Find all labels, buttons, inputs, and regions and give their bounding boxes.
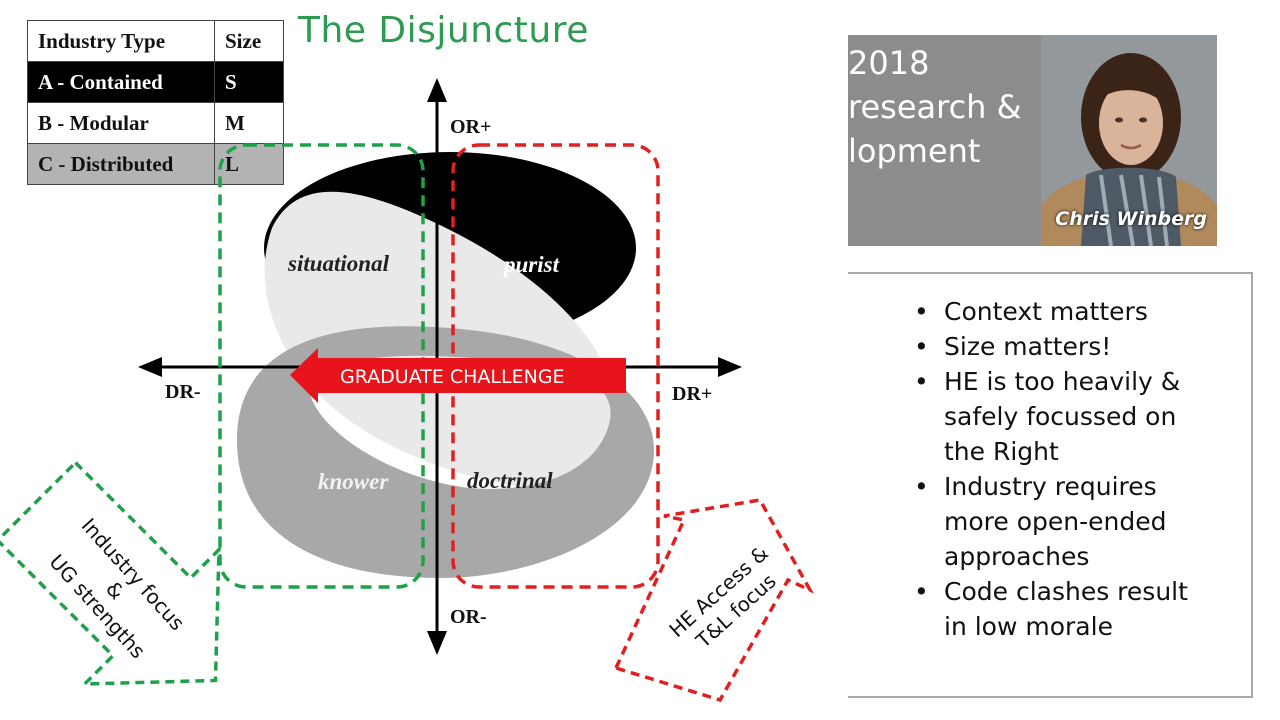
list-item: Size matters!	[914, 329, 1206, 364]
industry-type-cell: B - Modular	[27, 102, 215, 144]
video-caption-line: lopment	[848, 132, 981, 170]
quadrant-label-purist: purist	[502, 252, 560, 277]
axis-label-dr-minus: DR-	[165, 381, 201, 403]
axis-arrowhead-right	[718, 357, 742, 377]
axis-arrowhead-left	[138, 357, 162, 377]
list-item: Context matters	[914, 294, 1206, 329]
axis-label-or-plus: OR+	[450, 116, 491, 138]
table-row: B - Modular M	[27, 102, 284, 144]
quadrant-label-situational: situational	[287, 251, 390, 276]
bullet-text: HE is too heavily & safely focussed on t…	[944, 367, 1181, 466]
presenter-video[interactable]: 2018 research & lopment Chris Winberg	[848, 35, 1217, 246]
industry-type-table: Industry Type Size A - Contained S B - M…	[27, 20, 284, 185]
disjuncture-diagram: OR+ OR- DR- DR+ situational purist knowe…	[0, 78, 815, 703]
video-caption-line: research &	[848, 88, 1022, 126]
presenter-name: Chris Winberg	[1055, 208, 1207, 230]
video-caption-line: 2018	[848, 44, 930, 82]
graduate-challenge-label: GRADUATE CHALLENGE	[340, 366, 565, 388]
size-cell: L	[214, 143, 284, 185]
size-cell: S	[214, 61, 284, 103]
slide-title: The Disjuncture	[298, 10, 589, 51]
table-header-row: Industry Type Size	[27, 20, 284, 62]
bullet-text: Code clashes result in low morale	[944, 577, 1188, 641]
list-item: HE is too heavily & safely focussed on t…	[914, 364, 1206, 469]
industry-focus-arrow	[0, 460, 221, 686]
bullet-text: Context matters	[944, 297, 1148, 326]
size-cell: M	[214, 102, 284, 144]
axis-label-or-minus: OR-	[450, 606, 487, 628]
graduate-challenge-arrow	[290, 348, 626, 403]
quadrant-label-knower: knower	[318, 469, 389, 494]
list-item: Industry requires more open-ended approa…	[914, 469, 1206, 574]
bullet-text: Industry requires more open-ended approa…	[944, 472, 1167, 571]
axis-arrowhead-top	[427, 78, 447, 102]
key-points-panel: Context matters Size matters! HE is too …	[848, 272, 1253, 698]
table-row: C - Distributed L	[27, 143, 284, 185]
quadrant-label-doctrinal: doctrinal	[467, 468, 553, 493]
video-caption: 2018 research & lopment	[848, 41, 1048, 173]
presenter-photo	[1041, 35, 1217, 246]
industry-type-cell: C - Distributed	[27, 143, 215, 185]
he-access-arrow	[613, 498, 815, 703]
list-item: Code clashes result in low morale	[914, 574, 1206, 644]
header-size: Size	[214, 20, 284, 62]
bullet-text: Size matters!	[944, 332, 1112, 361]
axis-label-dr-plus: DR+	[672, 383, 712, 405]
header-industry-type: Industry Type	[27, 20, 215, 62]
bottom-ring-shape	[237, 326, 654, 578]
key-points-list: Context matters Size matters! HE is too …	[914, 294, 1206, 644]
axis-arrowhead-bottom	[427, 631, 447, 655]
